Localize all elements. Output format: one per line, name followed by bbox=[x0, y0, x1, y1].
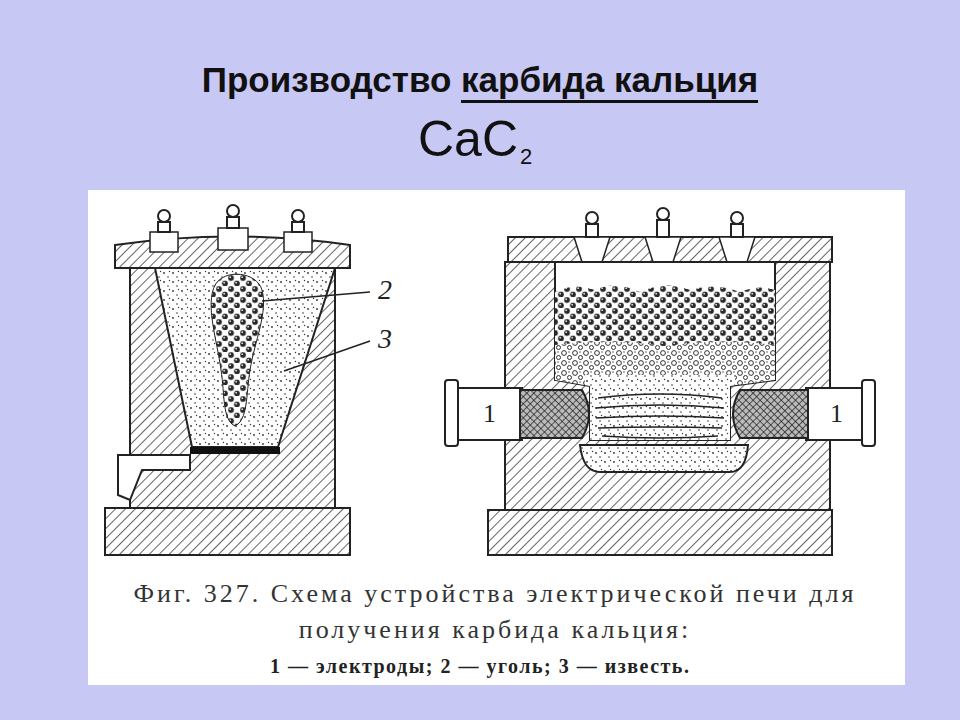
right-furnace bbox=[445, 208, 875, 555]
figure-key: 1 — электроды; 2 — уголь; 3 — известь. bbox=[270, 654, 690, 678]
callout-number: 1 bbox=[830, 401, 843, 427]
title-underline bbox=[461, 100, 758, 103]
callout-number: 2 bbox=[378, 276, 392, 304]
figure-panel bbox=[88, 190, 905, 685]
callout-number: 1 bbox=[483, 401, 496, 427]
left-furnace bbox=[105, 205, 370, 555]
formula-subscript: 2 bbox=[520, 146, 532, 168]
page-title: Производство карбида кальция bbox=[0, 60, 960, 100]
chemical-formula: CaC bbox=[418, 114, 518, 164]
callout-number: 3 bbox=[378, 325, 392, 353]
figure-caption: Фиг. 327. Схема устройства электрической… bbox=[100, 576, 890, 648]
